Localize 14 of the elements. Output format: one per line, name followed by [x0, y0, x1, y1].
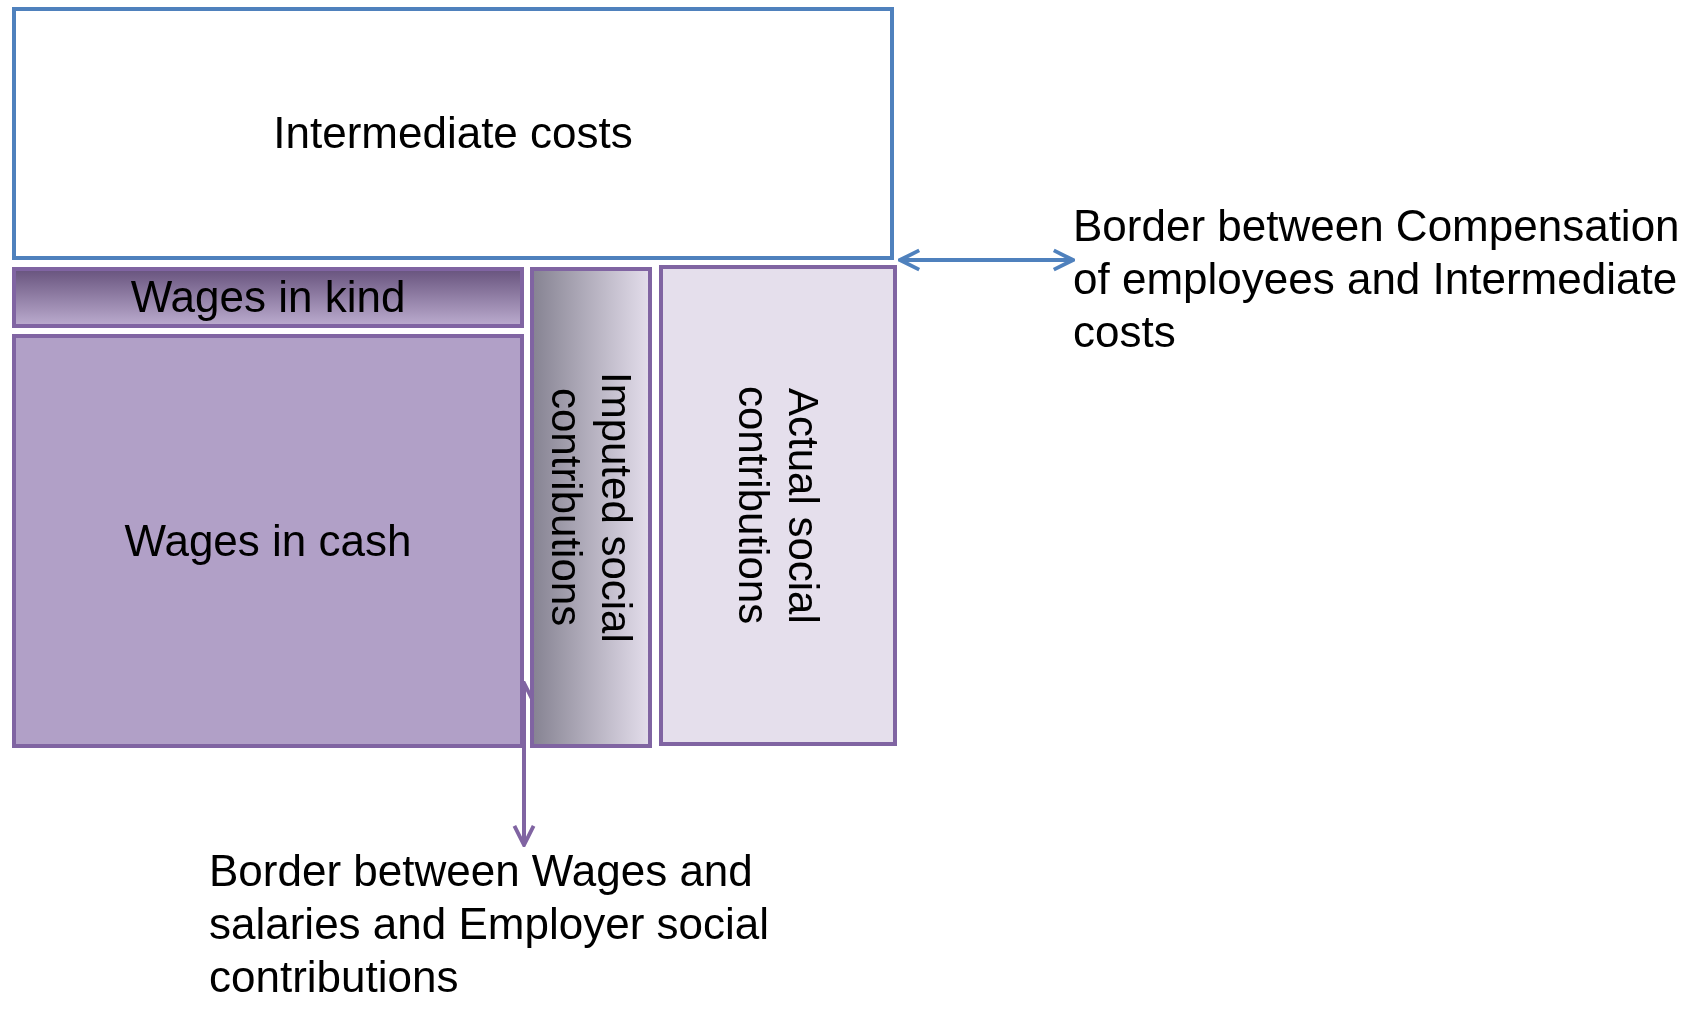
annotation-text: Border between Wages and salaries and Employer social contributions [209, 845, 771, 1003]
double-arrow [512, 681, 536, 847]
wage-box [12, 334, 524, 748]
contribution-column [659, 265, 897, 746]
box-label: Wages in cash [124, 514, 412, 567]
cost-box [12, 7, 894, 260]
box-label: Actual social contributions [729, 385, 829, 627]
box-label: Intermediate costs [273, 107, 633, 160]
annotation-text: Border between Compensation of employees and Intermediate costs [1073, 200, 1681, 358]
double-arrow [898, 248, 1075, 272]
box-label: Wages in kind [130, 271, 406, 324]
box-label: Imputed social contributions [542, 371, 642, 645]
wage-bar [12, 267, 524, 328]
contribution-column [530, 267, 652, 748]
